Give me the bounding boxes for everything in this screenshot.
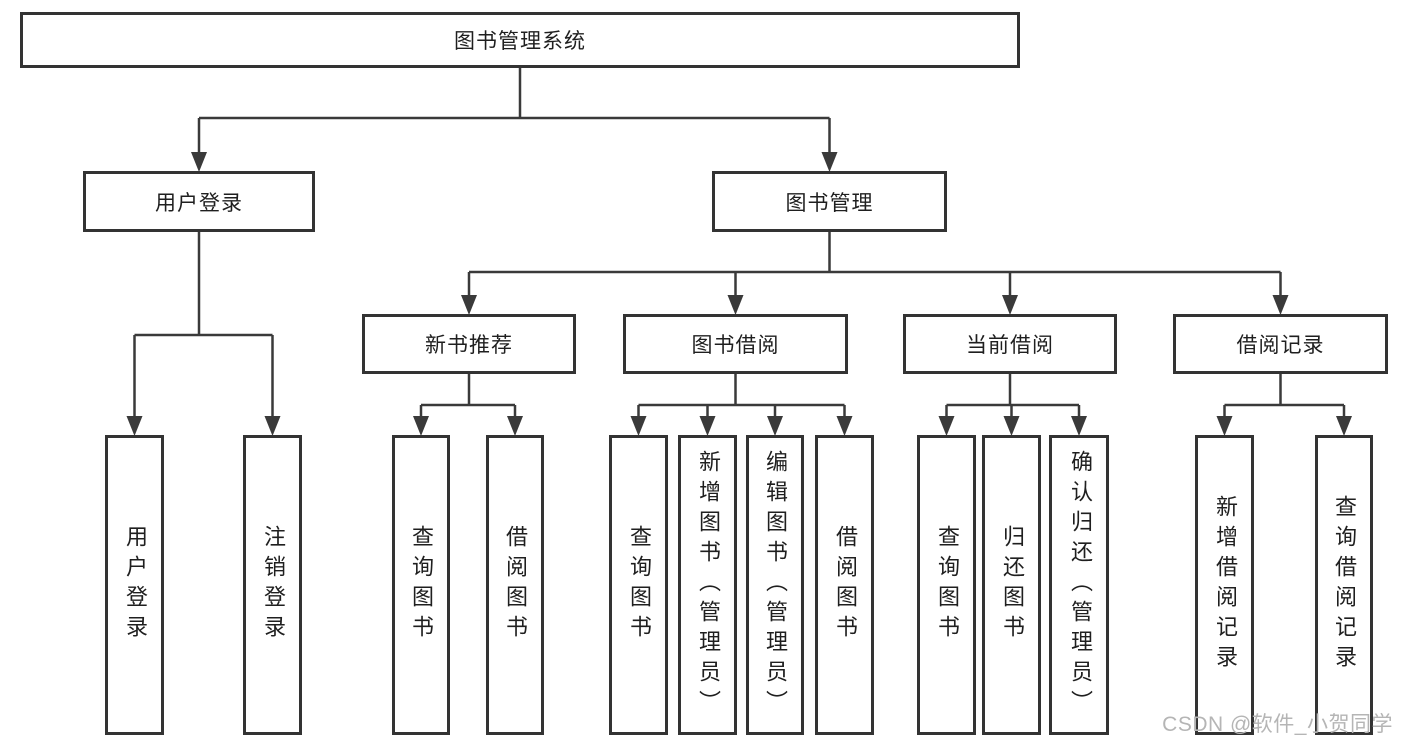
leaf-confirm-return-admin: 确认归还（管理员） (1049, 435, 1109, 735)
node-new-book-recommendation: 新书推荐 (362, 314, 576, 374)
leaf-query-borrowing-record: 查询借阅记录 (1315, 435, 1373, 735)
node-borrowing-records: 借阅记录 (1173, 314, 1388, 374)
leaf-borrow-books-borrowing: 借阅图书 (815, 435, 874, 735)
leaf-logout: 注销登录 (243, 435, 302, 735)
node-current-borrowing: 当前借阅 (903, 314, 1117, 374)
node-book-management: 图书管理 (712, 171, 947, 232)
leaf-edit-books-admin: 编辑图书（管理员） (746, 435, 804, 735)
node-user-login: 用户登录 (83, 171, 315, 232)
leaf-borrow-books-recommendation: 借阅图书 (486, 435, 544, 735)
leaf-query-books-current: 查询图书 (917, 435, 976, 735)
leaf-user-login: 用户登录 (105, 435, 164, 735)
leaf-add-books-admin: 新增图书（管理员） (678, 435, 737, 735)
watermark: CSDN @软件_小贺同学 (1162, 713, 1393, 736)
leaf-query-books-borrowing: 查询图书 (609, 435, 668, 735)
leaf-return-books: 归还图书 (982, 435, 1041, 735)
leaf-add-borrowing-record: 新增借阅记录 (1195, 435, 1254, 735)
node-library-management-system: 图书管理系统 (20, 12, 1020, 68)
leaf-query-books-recommendation: 查询图书 (392, 435, 450, 735)
node-book-borrowing: 图书借阅 (623, 314, 848, 374)
